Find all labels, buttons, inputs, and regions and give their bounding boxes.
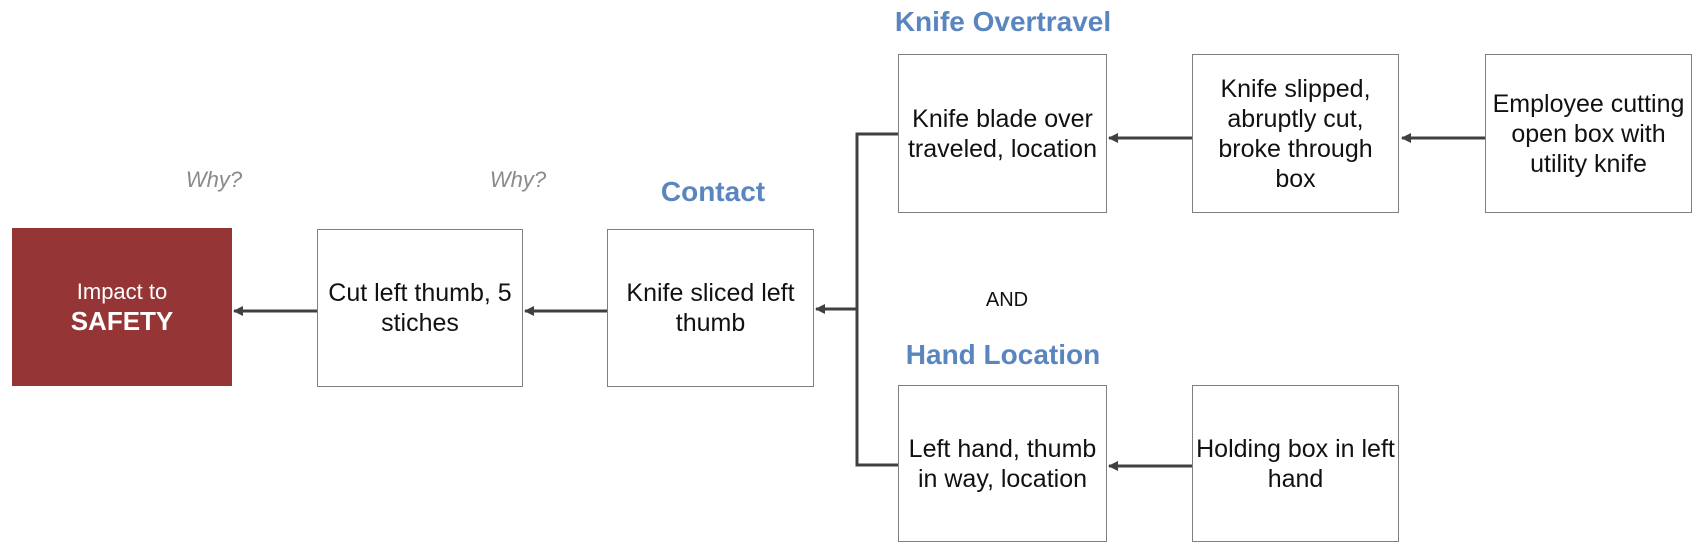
impact-line-1: Impact to — [76, 279, 168, 304]
heading-contact: Contact — [660, 176, 766, 207]
box-holding-box-text: Holding box in left hand — [1196, 434, 1395, 493]
box-knife-slipped: Knife slipped, abruptly cut, broke throu… — [1192, 54, 1399, 213]
box-left-hand-text: Left hand, thumb in way, location — [908, 434, 1097, 493]
box-holding-box-left-hand: Holding box in left hand — [1192, 385, 1399, 542]
bracket-connector — [855, 132, 898, 467]
box-employee-cutting-text: Employee cutting open box with utility k… — [1492, 89, 1685, 178]
box-cut-left-thumb-text: Cut left thumb, 5 stiches — [328, 279, 512, 337]
impact-line-2: SAFETY — [70, 306, 174, 336]
box-knife-sliced-left-thumb: Knife sliced left thumb — [607, 229, 814, 387]
box-knife-blade-text: Knife blade over traveled, location — [907, 104, 1097, 163]
box-knife-sliced-text: Knife sliced left thumb — [626, 279, 795, 337]
why-label-2: Why? — [489, 167, 547, 192]
box-cut-left-thumb: Cut left thumb, 5 stiches — [317, 229, 523, 387]
box-left-hand-thumb-in-way: Left hand, thumb in way, location — [898, 385, 1107, 542]
box-employee-cutting: Employee cutting open box with utility k… — [1485, 54, 1692, 213]
box-knife-slipped-text: Knife slipped, abruptly cut, broke throu… — [1218, 74, 1373, 193]
heading-knife-overtravel: Knife Overtravel — [894, 6, 1112, 37]
heading-hand-location: Hand Location — [905, 339, 1101, 370]
why-label-1: Why? — [185, 167, 243, 192]
and-label: AND — [985, 289, 1029, 311]
impact-to-safety-box: Impact to SAFETY — [12, 228, 232, 386]
box-knife-blade-over-traveled: Knife blade over traveled, location — [898, 54, 1107, 213]
